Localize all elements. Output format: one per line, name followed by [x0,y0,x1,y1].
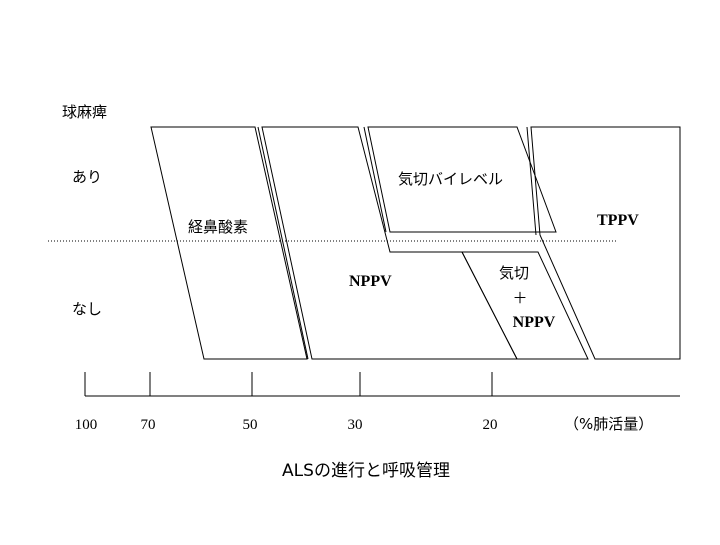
trach-nppv-label-line1: 気切 [499,264,529,282]
oxygen-label: 経鼻酸素 [188,218,248,236]
diagram-title: ALSの進行と呼吸管理 [282,461,450,481]
x-tick-label: 70 [141,417,156,433]
x-tick-label: 30 [348,417,363,433]
oxygen-region [150,126,308,360]
trach-bilevel-region [367,126,557,233]
bulbar-yes-label: あり [72,168,102,186]
trach-bilevel-double-edge [363,126,387,233]
nppv-label: NPPV [349,273,392,290]
tppv-region [530,126,681,360]
x-tick-label: 50 [243,417,258,433]
x-axis-unit-label: （%肺活量） [564,415,653,433]
x-tick-label: 20 [483,417,498,433]
bulbar-palsy-label: 球麻痺 [62,103,107,121]
trach-nppv-label-line2: ＋ [512,289,527,307]
tppv-label: TPPV [597,212,639,229]
bulbar-no-label: なし [72,300,102,318]
nppv-region-double-edge [257,126,309,360]
trach-bilevel-label: 気切バイレベル [398,170,503,188]
x-tick-label: 100 [75,417,98,433]
trach-nppv-label-line3: NPPV [513,314,556,331]
tppv-region-double-edge [526,126,537,236]
trach-nppv-region [461,251,589,360]
